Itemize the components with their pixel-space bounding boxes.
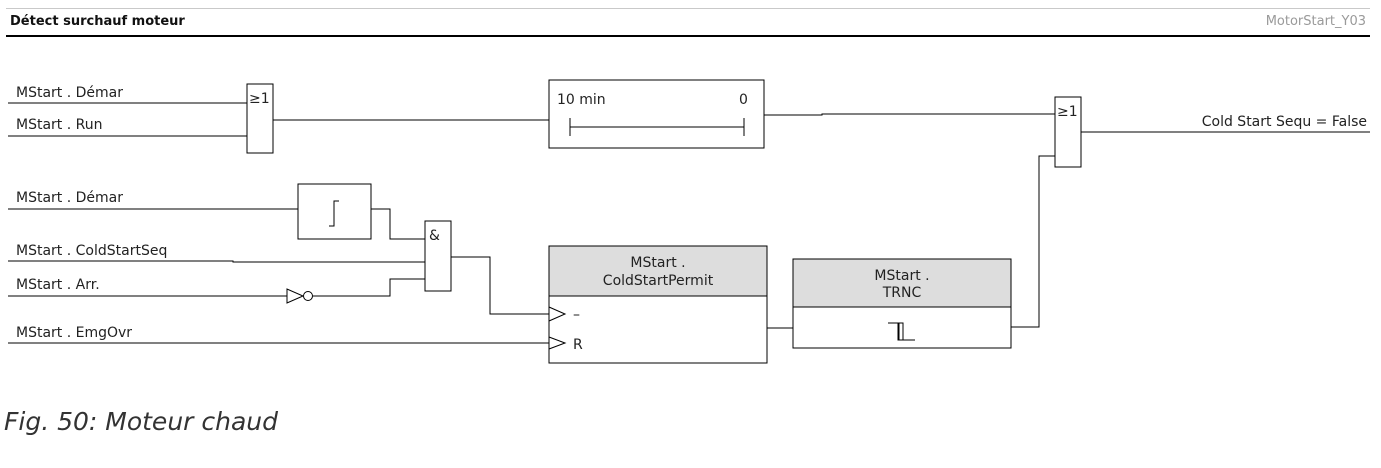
wire-cold-start-seq	[8, 260, 425, 263]
timer-block	[548, 79, 765, 149]
trnc-title-2: TRNC	[882, 285, 922, 301]
input-label-arr: MStart . Arr.	[16, 277, 100, 293]
wire-edge-to-and	[371, 208, 425, 240]
not-gate-triangle	[286, 288, 305, 304]
rising-edge-symbol	[329, 200, 339, 227]
trnc-header	[792, 258, 1012, 308]
port-reset-label: R	[573, 337, 583, 353]
cold-start-permit-title-1: MStart .	[630, 255, 685, 271]
wire-and-to-permit	[451, 256, 549, 315]
logic-diagram-figure: Détect surchauf moteur MotorStart_Y03	[6, 8, 1370, 364]
output-label: Cold Start Sequ = False	[1202, 114, 1367, 130]
cold-start-permit-title-2: ColdStartPermit	[603, 273, 714, 289]
figure-caption: Fig. 50: Moteur chaud	[4, 407, 279, 436]
logic-diagram-canvas: MStart . Démar MStart . Run MStart . Dém…	[8, 79, 1370, 364]
input-label-run: MStart . Run	[16, 117, 102, 133]
input-label-cold-start-seq: MStart . ColdStartSeq	[16, 243, 167, 259]
wire-not-to-and	[313, 278, 425, 297]
wire-timer-to-or2	[764, 113, 1055, 116]
input-label-demar-2: MStart . Démar	[16, 190, 123, 206]
diagram-header: Détect surchauf moteur MotorStart_Y03	[6, 8, 1370, 37]
trnc-pulse-symbol	[888, 322, 915, 341]
wire-trnc-to-or2	[1011, 155, 1055, 328]
or-gate-2-label: ≥1	[1057, 104, 1078, 120]
input-label-demar-1: MStart . Démar	[16, 85, 123, 101]
timer-end-label: 0	[739, 92, 748, 108]
input-label-emg-ovr: MStart . EmgOvr	[16, 325, 132, 341]
trnc-title-1: MStart .	[874, 268, 929, 284]
not-gate-bubble	[303, 291, 313, 301]
diagram-id: MotorStart_Y03	[1265, 14, 1366, 29]
timer-start-label: 10 min	[557, 92, 606, 108]
rising-edge-block	[297, 183, 372, 240]
cold-start-permit-header	[548, 245, 768, 297]
or-gate-1	[246, 83, 274, 154]
port-reset-clock	[548, 336, 567, 350]
diagram-title: Détect surchauf moteur	[10, 14, 185, 29]
port-set-clock	[548, 306, 567, 322]
and-gate-label: &	[429, 228, 440, 244]
port-set-label: –	[573, 307, 580, 323]
or-gate-2	[1054, 96, 1082, 168]
or-gate-1-label: ≥1	[249, 91, 270, 107]
and-gate	[424, 220, 452, 292]
